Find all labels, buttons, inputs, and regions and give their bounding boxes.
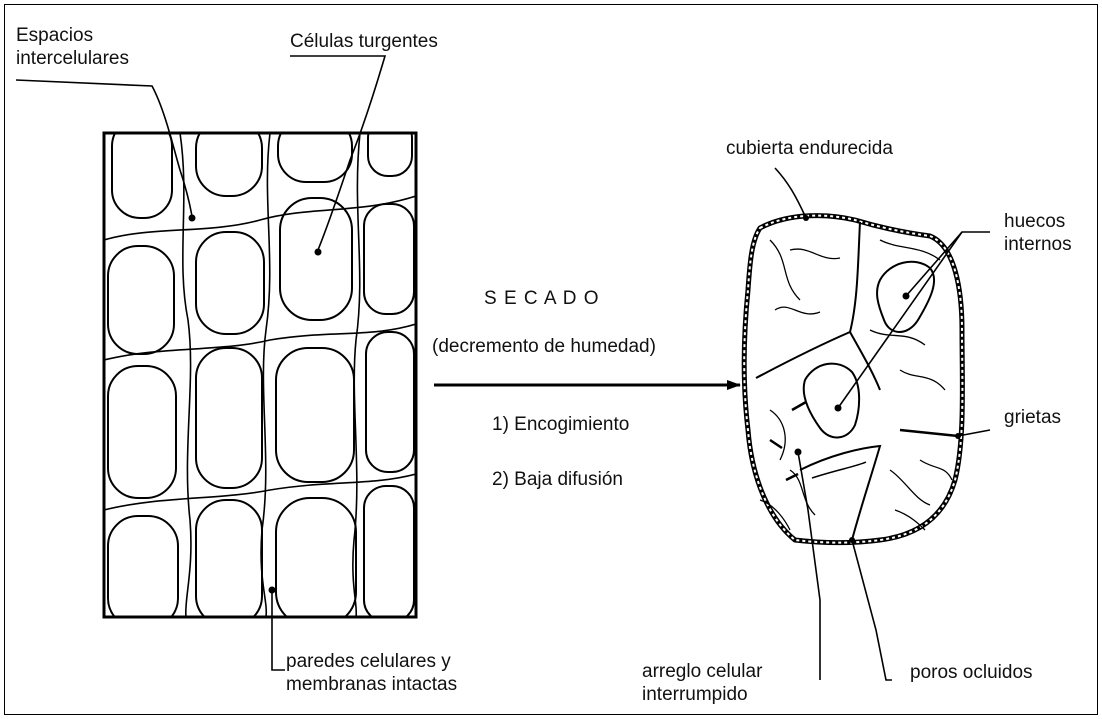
dried-tissue (744, 216, 962, 543)
label-poros-ocluidos: poros ocluidos (910, 661, 1033, 684)
leader-dots (189, 215, 962, 594)
label-huecos-line2: internos (1004, 233, 1072, 256)
label-paredes-line1: paredes celulares y (286, 650, 457, 673)
label-espacios-intercelulares: Espacios intercelulares (16, 24, 129, 70)
label-baja-difusion: 2) Baja difusión (492, 468, 623, 491)
label-grietas: grietas (1004, 406, 1061, 429)
label-celulas-turgentes: Células turgentes (290, 30, 438, 53)
label-arreglo-line2: interrumpido (642, 683, 762, 706)
label-cubierta-endurecida: cubierta endurecida (726, 137, 893, 160)
label-arreglo-celular: arreglo celular interrumpido (642, 660, 762, 706)
fresh-tissue (104, 118, 416, 628)
label-encogimiento: 1) Encogimiento (492, 413, 629, 436)
label-espacios-line2: intercelulares (16, 47, 129, 70)
label-paredes-line2: membranas intactas (286, 673, 457, 696)
label-huecos-internos: huecos internos (1004, 210, 1072, 256)
label-huecos-line1: huecos (1004, 210, 1072, 233)
label-decremento-humedad: (decremento de humedad) (432, 335, 656, 358)
label-paredes-celulares: paredes celulares y membranas intactas (286, 650, 457, 696)
label-secado: S E C A D O (484, 287, 600, 310)
label-arreglo-line1: arreglo celular (642, 660, 762, 683)
label-espacios-line1: Espacios (16, 24, 129, 47)
